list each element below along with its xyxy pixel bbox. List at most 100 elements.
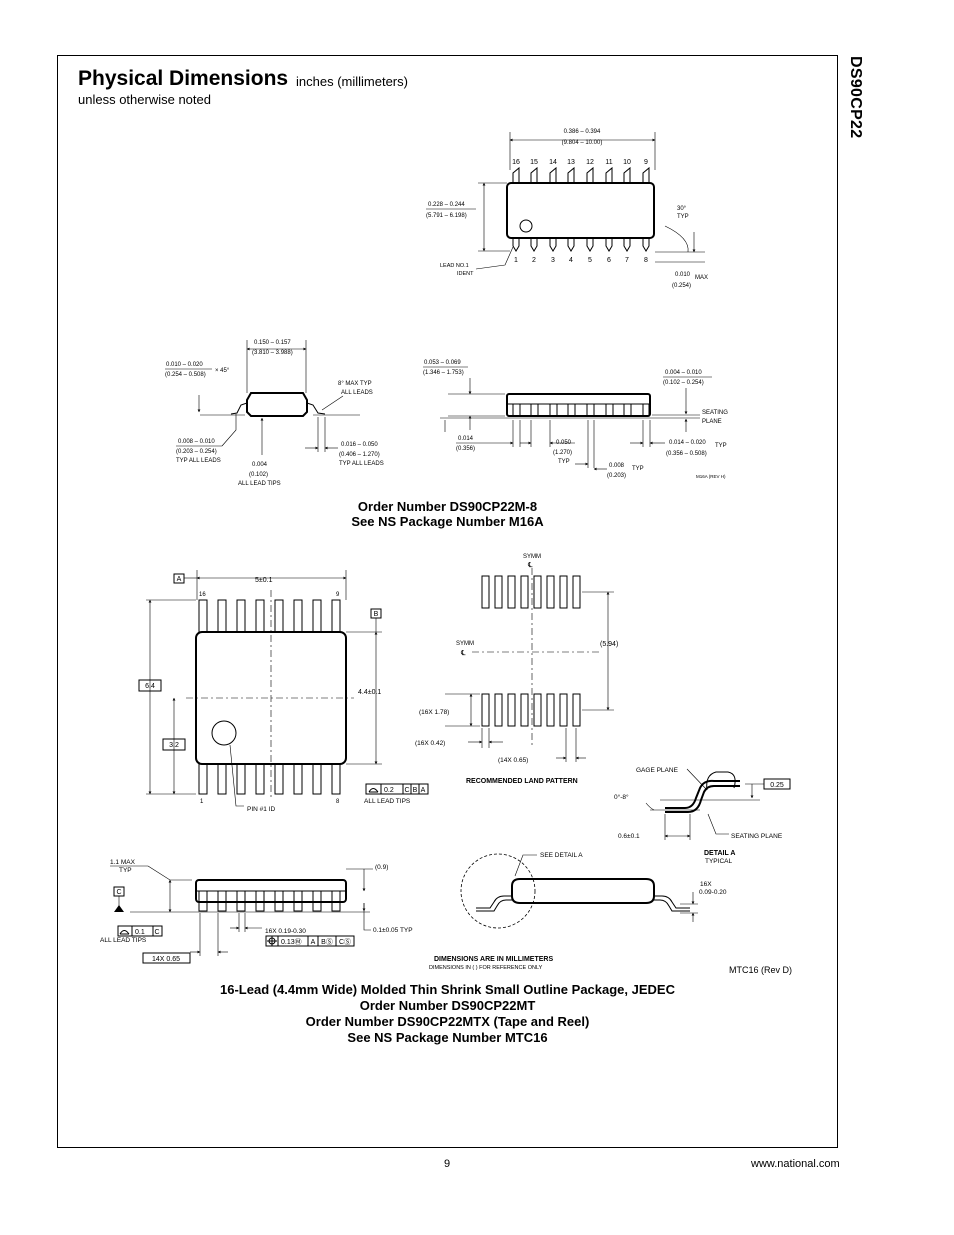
mtc16-profile-view: SEE DETAIL A 16X 0.09-0.20 DIMENSIONS AR…	[429, 852, 727, 971]
svg-text:5: 5	[588, 257, 592, 264]
svg-text:(3.810 – 3.988): (3.810 – 3.988)	[252, 350, 293, 356]
svg-text:1: 1	[200, 799, 204, 805]
svg-text:4.4±0.1: 4.4±0.1	[358, 689, 381, 696]
svg-text:0.016 – 0.050: 0.016 – 0.050	[341, 442, 378, 448]
svg-text:ALL LEAD TIPS: ALL LEAD TIPS	[238, 481, 281, 487]
svg-text:× 45°: × 45°	[215, 368, 230, 374]
svg-text:0.014: 0.014	[458, 436, 474, 442]
svg-text:(0.254): (0.254)	[672, 283, 691, 289]
svg-text:(14X 0.65): (14X 0.65)	[498, 757, 528, 764]
svg-text:IDENT: IDENT	[457, 271, 474, 277]
mtc16-side-view: 1.1 MAX TYP C (0.9) 0.1±0.05 TYP 0.1 C A…	[100, 859, 413, 964]
svg-text:TYP: TYP	[715, 443, 727, 449]
svg-text:LEAD NO.1: LEAD NO.1	[440, 263, 469, 269]
svg-text:℄: ℄	[460, 650, 466, 657]
svg-text:16: 16	[199, 592, 206, 598]
svg-text:0.228 – 0.244: 0.228 – 0.244	[428, 202, 465, 208]
svg-text:SYMM: SYMM	[456, 641, 474, 647]
svg-text:C: C	[116, 889, 121, 896]
m16a-order-number: Order Number DS90CP22M-8	[357, 499, 538, 514]
svg-text:B: B	[413, 787, 418, 794]
svg-text:16: 16	[512, 159, 520, 166]
svg-text:C: C	[154, 929, 159, 936]
svg-text:ALL LEAD TIPS: ALL LEAD TIPS	[364, 798, 411, 805]
svg-text:0.053 – 0.069: 0.053 – 0.069	[424, 360, 461, 366]
m16a-rev-label: M16A (REV H)	[696, 474, 726, 479]
svg-text:8: 8	[336, 799, 340, 805]
svg-text:(0.406 – 1.270): (0.406 – 1.270)	[339, 452, 380, 458]
side-title: DS90CP22	[847, 56, 864, 139]
svg-text:4: 4	[569, 257, 573, 264]
svg-text:(0.9): (0.9)	[375, 864, 388, 871]
svg-text:(0.203 – 0.254): (0.203 – 0.254)	[176, 449, 217, 455]
mtc16-detail-a: GAGE PLANE 0°-8° 0.25 0.6±0.1 SEATING PL…	[614, 767, 791, 865]
svg-text:0.010: 0.010	[675, 272, 691, 278]
svg-text:9: 9	[336, 592, 340, 598]
svg-text:CⓈ: CⓈ	[339, 938, 351, 946]
svg-text:30°: 30°	[677, 206, 687, 212]
svg-text:(0.356): (0.356)	[456, 446, 475, 452]
svg-text:(1.346 – 1.753): (1.346 – 1.753)	[423, 370, 464, 376]
svg-text:0.008: 0.008	[609, 463, 625, 469]
units-note: inches (millimeters)	[296, 74, 408, 89]
mtc16-land-pattern: SYMM ℄ SYMM ℄ (5.94) (16X 1.78) (16X 0.4…	[415, 554, 618, 785]
svg-text:8: 8	[644, 257, 648, 264]
svg-text:11: 11	[605, 159, 612, 166]
svg-text:14X 0.65: 14X 0.65	[152, 956, 180, 963]
svg-text:GAGE PLANE: GAGE PLANE	[636, 767, 679, 774]
svg-text:ALL LEAD TIPS: ALL LEAD TIPS	[100, 937, 147, 944]
svg-text:SEE DETAIL A: SEE DETAIL A	[540, 852, 583, 859]
svg-text:(5.94): (5.94)	[600, 641, 618, 648]
svg-text:(16X 0.42): (16X 0.42)	[415, 740, 445, 747]
svg-text:TYP ALL LEADS: TYP ALL LEADS	[176, 458, 221, 464]
svg-text:0.004: 0.004	[252, 462, 268, 468]
svg-text:16X 0.19-0.30: 16X 0.19-0.30	[265, 928, 306, 935]
svg-text:0.1±0.05 TYP: 0.1±0.05 TYP	[373, 927, 413, 934]
svg-text:3: 3	[551, 257, 555, 264]
svg-text:(9.804 – 10.00): (9.804 – 10.00)	[562, 140, 603, 146]
svg-text:15: 15	[530, 159, 538, 166]
svg-text:RECOMMENDED LAND PATTERN: RECOMMENDED LAND PATTERN	[466, 778, 578, 785]
svg-text:(0.102 – 0.254): (0.102 – 0.254)	[663, 380, 704, 386]
svg-text:6: 6	[607, 257, 611, 264]
svg-text:0.13Ⓜ: 0.13Ⓜ	[281, 938, 302, 946]
website-link[interactable]: www.national.com	[751, 1158, 840, 1170]
svg-text:SEATING PLANE: SEATING PLANE	[731, 833, 783, 840]
svg-text:(1.270): (1.270)	[553, 450, 572, 456]
svg-text:TYP: TYP	[119, 867, 132, 874]
svg-text:PLANE: PLANE	[702, 419, 722, 425]
svg-text:10: 10	[623, 159, 631, 166]
svg-text:12: 12	[586, 159, 594, 166]
svg-text:MAX: MAX	[695, 275, 708, 281]
svg-text:A: A	[177, 576, 182, 583]
mtc16-top-view: A 5±0.1 16 9 B 1 8 PIN #1 ID	[138, 570, 429, 813]
m16a-package-number: See NS Package Number M16A	[351, 514, 544, 529]
svg-text:2: 2	[532, 257, 536, 264]
svg-text:BⓈ: BⓈ	[321, 938, 333, 946]
svg-text:B: B	[374, 611, 379, 618]
mtc16-description: 16-Lead (4.4mm Wide) Molded Thin Shrink …	[220, 982, 675, 997]
mtc16-order-number-tape-reel: Order Number DS90CP22MTX (Tape and Reel)	[305, 1014, 590, 1029]
svg-text:SYMM: SYMM	[523, 554, 541, 560]
svg-text:TYP: TYP	[677, 214, 689, 220]
m16a-side-view: 0.053 – 0.069 (1.346 – 1.753) 0.004 – 0.…	[423, 360, 728, 479]
svg-text:TYPICAL: TYPICAL	[705, 858, 732, 865]
svg-text:0.008 – 0.010: 0.008 – 0.010	[178, 439, 215, 445]
svg-text:(0.203): (0.203)	[607, 473, 626, 479]
svg-text:SEATING: SEATING	[702, 410, 728, 416]
svg-text:3.2: 3.2	[169, 742, 179, 749]
svg-text:1.1 MAX: 1.1 MAX	[110, 859, 136, 866]
svg-text:0.150 – 0.157: 0.150 – 0.157	[254, 340, 291, 346]
page-number: 9	[444, 1158, 451, 1170]
svg-text:ALL LEADS: ALL LEADS	[341, 390, 373, 396]
svg-text:DETAIL A: DETAIL A	[704, 850, 735, 857]
svg-text:TYP: TYP	[558, 459, 570, 465]
svg-text:0.25: 0.25	[770, 782, 784, 789]
svg-text:0.010 – 0.020: 0.010 – 0.020	[166, 362, 203, 368]
mtc16-package-number: See NS Package Number MTC16	[347, 1030, 548, 1045]
svg-text:(16X 1.78): (16X 1.78)	[419, 709, 449, 716]
page-frame	[57, 55, 838, 1148]
svg-text:0.014 – 0.020: 0.014 – 0.020	[669, 440, 706, 446]
svg-text:6.4: 6.4	[145, 683, 155, 690]
